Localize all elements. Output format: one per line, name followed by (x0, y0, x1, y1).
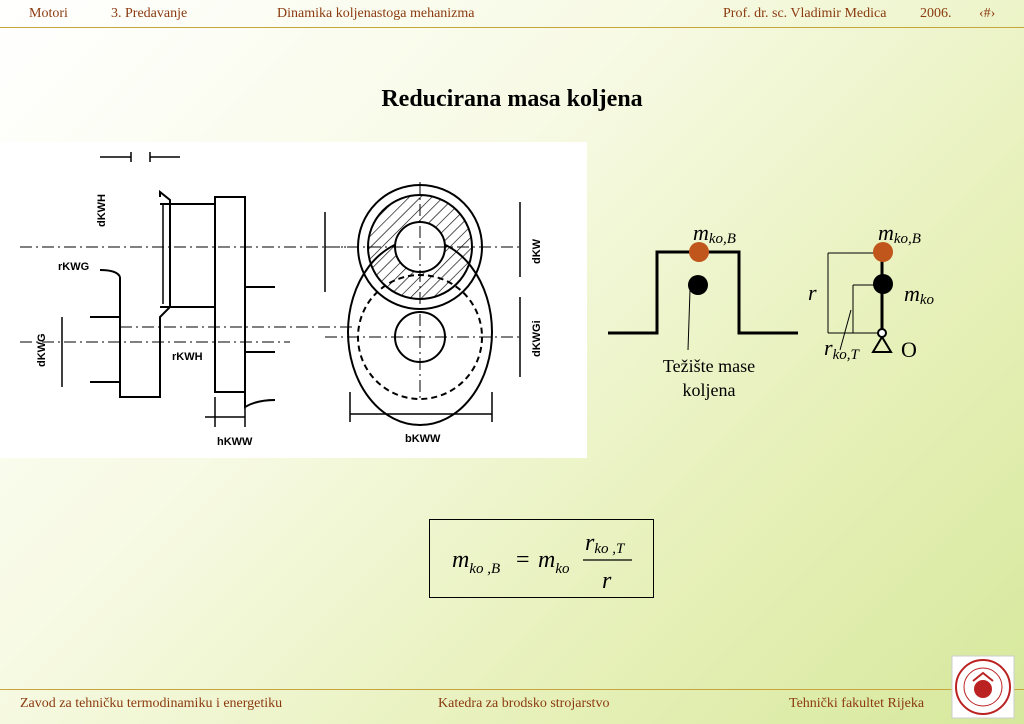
crank-mass-right (873, 274, 893, 294)
formula-eq: = (516, 547, 530, 573)
label-mkob-left-sub: ko,B (709, 231, 736, 247)
page-number: ‹#› (979, 6, 996, 21)
crank-drawing-svg: dKWH rKWG dKWG rKWH hKWW bKWW dKW dKWGi (20, 152, 543, 448)
slide-title: Reducirana masa koljena (381, 86, 643, 112)
label-r: r (808, 280, 817, 305)
crank-drawing: dKWH rKWG dKWG rKWH hKWW bKWW dKW dKWGi (0, 142, 587, 458)
header-rule (0, 27, 1024, 28)
formula-m: m (538, 547, 555, 573)
svg-text:mko: mko (904, 281, 935, 308)
reduced-mass-right (873, 242, 893, 262)
crank-mass-left (688, 275, 708, 295)
label-dkwgi: dKWGi (531, 320, 543, 357)
reduced-mass-left (689, 242, 709, 262)
label-mko: m (904, 281, 920, 306)
formula-svg: mko ,B = mko rko ,T r (452, 530, 632, 594)
formula-num: r (585, 530, 595, 556)
topic-label: Dinamika koljenastoga mehanizma (277, 6, 475, 21)
formula-box: mko ,B = mko rko ,T r (429, 519, 654, 598)
caption-line1: Težište mase (663, 356, 755, 376)
label-mkob-left: m (693, 220, 709, 245)
course-label: Motori (29, 6, 68, 21)
label-rkot-sub: ko,T (833, 347, 861, 363)
label-rkot: r (824, 335, 833, 360)
label-mkob-right-sub: ko,B (894, 231, 921, 247)
label-bkww: bKWW (405, 433, 441, 445)
svg-text:rko,T: rko,T (824, 335, 860, 363)
label-hkww: hKWW (217, 436, 253, 448)
formula-num-sub: ko ,T (594, 541, 626, 557)
lecture-label: 3. Predavanje (111, 6, 188, 21)
caption-line2: koljena (683, 380, 736, 400)
slide-header: Motori 3. Predavanje Dinamika koljenasto… (0, 0, 1024, 28)
label-dkwg: dKWG (36, 333, 48, 367)
reduction-diagram: mko,B mko,B r mko rko,T O Težište mase k… (608, 220, 935, 400)
formula-m-sub: ko (555, 561, 570, 577)
svg-text:rko ,T: rko ,T (585, 530, 626, 557)
footer-right: Tehnički fakultet Rijeka (789, 696, 925, 711)
footer-center: Katedra za brodsko strojarstvo (438, 696, 610, 711)
formula-lhs-sub: ko ,B (469, 561, 500, 577)
year-label: 2006. (920, 6, 952, 21)
pivot (877, 328, 887, 338)
svg-text:mko,B: mko,B (878, 220, 921, 247)
label-rkwg: rKWG (58, 261, 89, 273)
svg-text:mko ,B: mko ,B (452, 547, 500, 577)
faculty-seal-logo (951, 655, 1015, 719)
label-rkwh: rKWH (172, 351, 203, 363)
formula-den: r (602, 568, 612, 594)
formula-lhs: m (452, 547, 469, 573)
label-dkw: dKW (531, 238, 543, 264)
footer-left: Zavod za tehničku termodinamiku i energe… (20, 696, 283, 711)
svg-text:mko,B: mko,B (693, 220, 736, 247)
label-mko-sub: ko (920, 292, 935, 308)
label-mkob-right: m (878, 220, 894, 245)
footer-rule (0, 689, 1024, 690)
author-label: Prof. dr. sc. Vladimir Medica (723, 6, 887, 21)
label-o: O (901, 337, 917, 362)
label-dkwh: dKWH (96, 194, 108, 227)
seal-icon (951, 655, 1015, 719)
svg-text:mko: mko (538, 547, 570, 577)
